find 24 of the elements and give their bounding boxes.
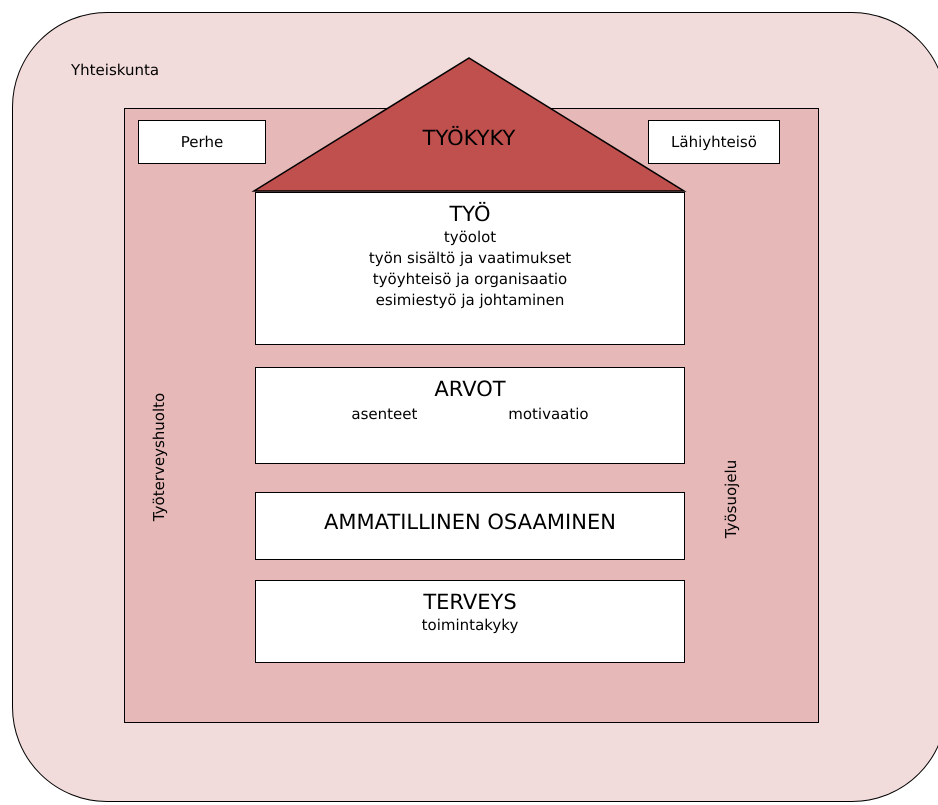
rounded-panel <box>12 12 938 802</box>
label-box <box>648 120 780 164</box>
section-box <box>255 492 685 560</box>
panel-title: Yhteiskunta <box>71 61 160 79</box>
section-box <box>255 192 685 345</box>
section-heading: TYÖ <box>448 201 492 227</box>
section-item: esimiestyö ja johtaminen <box>376 290 564 311</box>
section-item: toimintakyky <box>422 615 518 636</box>
section-box <box>255 367 685 464</box>
section-item: asenteet <box>351 404 418 424</box>
vertical-label: Työsuojelu <box>722 460 740 538</box>
section-heading: TERVEYS <box>422 589 518 615</box>
section-item: motivaatio <box>508 404 589 424</box>
section-box <box>255 580 685 663</box>
vertical-label: Työterveyshuolto <box>150 392 168 522</box>
section-heading: AMMATILLINEN OSAAMINEN <box>323 509 617 535</box>
section-heading: ARVOT <box>433 376 507 402</box>
section-item: työyhteisö ja organisaatio <box>372 269 568 290</box>
section-item: työn sisältö ja vaatimukset <box>368 248 572 269</box>
section-item: työolot <box>444 227 496 248</box>
label-box <box>138 120 266 164</box>
inner-panel <box>124 108 819 723</box>
box-label: Lähiyhteisö <box>671 133 757 151</box>
box-label: Perhe <box>180 133 224 151</box>
